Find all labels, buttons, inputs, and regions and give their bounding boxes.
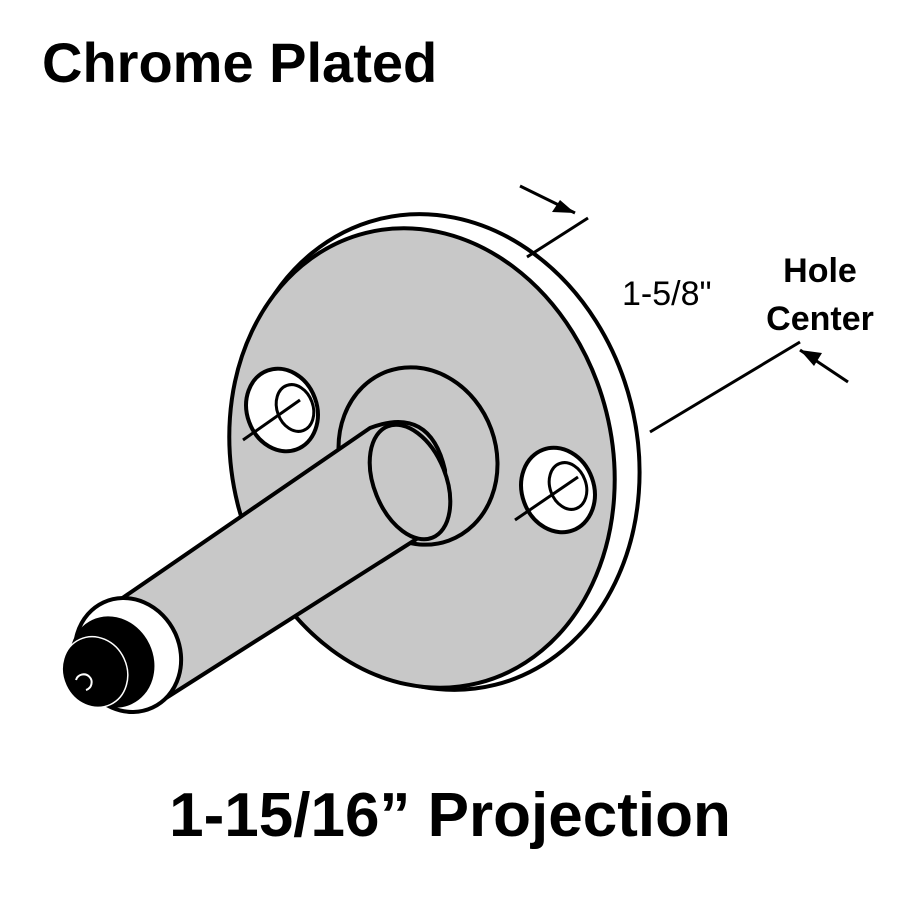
page-title: Chrome Plated: [42, 31, 438, 94]
hole-center-label-line2: Center: [766, 300, 874, 338]
right-screw-hole: [514, 445, 597, 535]
hole-center-value: 1-5/8": [622, 275, 712, 313]
hole-center-dimension: [519, 184, 849, 434]
post-end: [367, 422, 453, 542]
hole-center-label: Hole Center: [750, 247, 890, 343]
left-screw-hole: [242, 366, 320, 454]
projection-label: 1-15/16” Projection: [169, 781, 731, 850]
hole-center-label-line1: Hole: [783, 252, 857, 290]
tip-highlight: [75, 673, 93, 691]
